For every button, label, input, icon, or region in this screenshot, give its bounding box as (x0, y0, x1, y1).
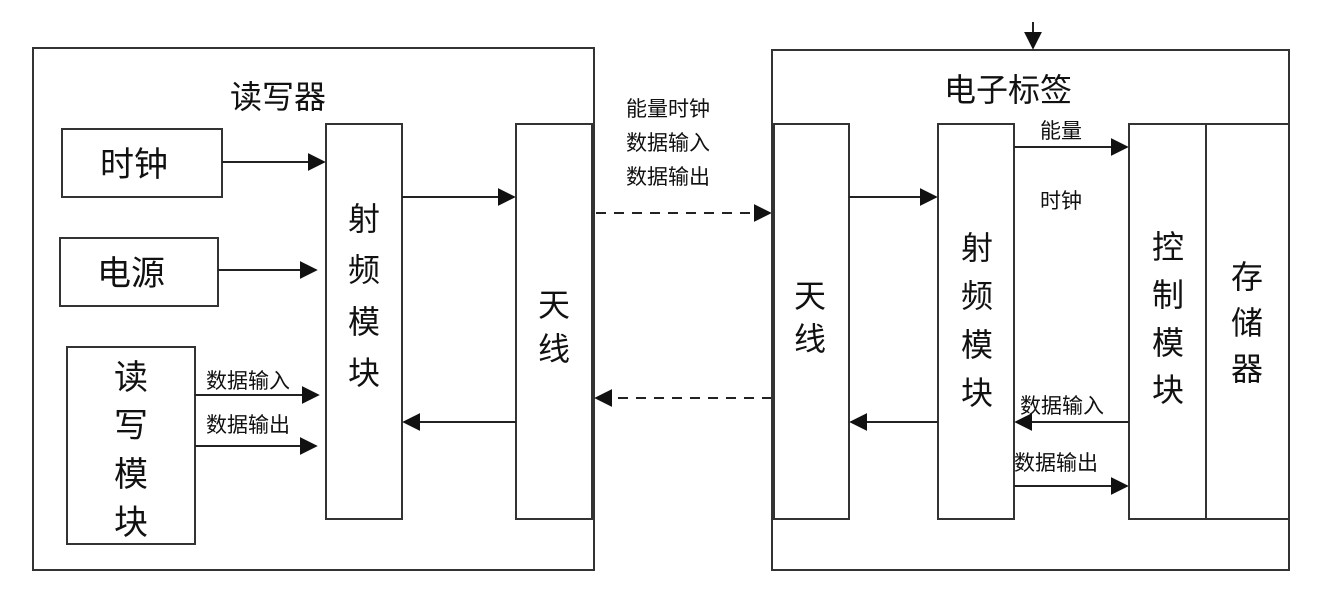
tag-memory-char-3: 器 (1231, 350, 1263, 388)
reader-rf-char-4: 块 (348, 354, 380, 392)
reader-data-out-label: 数据输出 (206, 413, 290, 437)
tag-control-char-3: 模 (1152, 324, 1184, 362)
tag-control-char-1: 控 (1152, 228, 1184, 266)
tag-data-in-label: 数据输入 (1020, 394, 1104, 418)
reader-rw-char-2: 写 (114, 406, 148, 446)
reader-rf-char-1: 射 (348, 200, 380, 238)
tag-antenna-char-1: 天 (794, 277, 826, 315)
link-label-3: 数据输出 (626, 165, 710, 189)
tag-control-char-4: 块 (1152, 371, 1184, 409)
reader-antenna-char-1: 天 (538, 286, 570, 324)
reader-rf-module-box (325, 123, 403, 520)
tag-control-char-2: 制 (1152, 276, 1184, 314)
tag-clock-label: 时钟 (1040, 189, 1082, 213)
reader-clock-box (61, 128, 223, 198)
reader-clock-label: 时钟 (100, 145, 168, 185)
link-label-1: 能量时钟 (626, 97, 710, 121)
reader-antenna-box (515, 123, 593, 520)
reader-rw-char-4: 块 (114, 503, 148, 543)
tag-memory-char-2: 储 (1231, 304, 1263, 342)
reader-power-label: 电源 (97, 254, 165, 294)
reader-power-box (59, 237, 219, 307)
tag-rf-char-1: 射 (961, 229, 993, 267)
tag-rf-char-2: 频 (961, 277, 993, 315)
reader-rf-char-2: 频 (348, 251, 380, 289)
reader-data-in-label: 数据输入 (206, 369, 290, 393)
tag-memory-char-1: 存 (1231, 258, 1263, 296)
tag-memory-box (1205, 123, 1290, 520)
reader-antenna-char-2: 线 (538, 330, 570, 368)
tag-antenna-box (773, 123, 850, 520)
tag-antenna-char-2: 线 (794, 320, 826, 358)
tag-energy-label: 能量 (1040, 119, 1082, 143)
tag-rf-char-4: 块 (961, 374, 993, 412)
reader-title: 读写器 (230, 78, 326, 116)
tag-rf-module-box (937, 123, 1015, 520)
tag-control-module-box (1128, 123, 1207, 520)
reader-rw-char-3: 模 (114, 455, 148, 495)
reader-rf-char-3: 模 (348, 303, 380, 341)
tag-rf-char-3: 模 (961, 326, 993, 364)
reader-rw-char-1: 读 (114, 358, 148, 398)
link-label-2: 数据输入 (626, 131, 710, 155)
tag-data-out-label: 数据输出 (1014, 451, 1098, 475)
reader-rw-module-box (66, 346, 196, 545)
tag-title: 电子标签 (944, 71, 1072, 109)
